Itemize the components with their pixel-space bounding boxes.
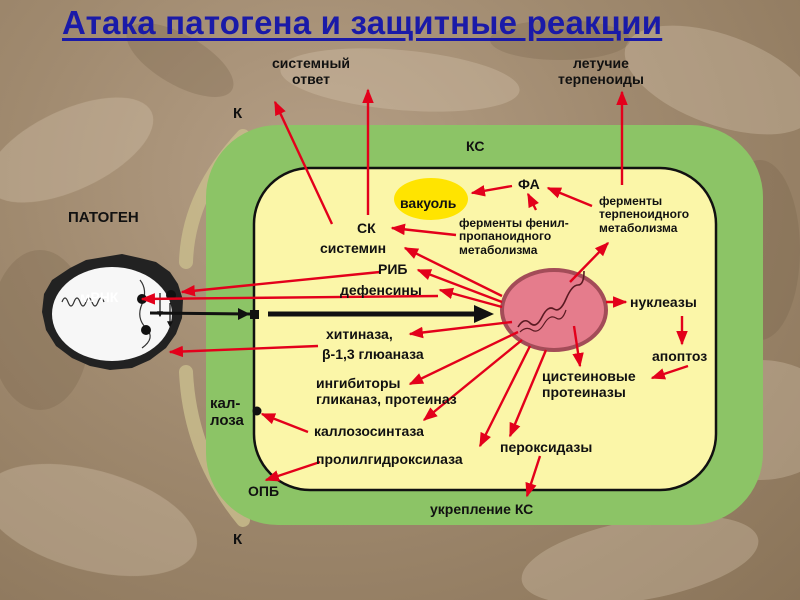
label-chitinase: хитиназа, bbox=[326, 326, 393, 342]
nucleus bbox=[500, 268, 608, 352]
label-rib: РИБ bbox=[378, 261, 408, 277]
dna-strand-2 bbox=[519, 309, 567, 333]
pathogen-ribosome-3 bbox=[141, 325, 151, 335]
label-cell-wall: КС bbox=[466, 138, 485, 154]
dna-strand bbox=[517, 270, 585, 328]
pathogen-signal-arrow bbox=[149, 311, 251, 316]
arrow-rib-to-pathogen bbox=[180, 270, 381, 297]
membrane-receptor bbox=[250, 310, 259, 319]
arrow-prolyl-to-opb bbox=[264, 460, 321, 482]
arrow-nucleus-to-rib bbox=[416, 268, 503, 304]
arrow-peroxidases-to-wall-strengthening bbox=[525, 455, 542, 498]
response-arrows bbox=[140, 88, 689, 498]
arrow-systemin-to-systemic-response bbox=[273, 100, 334, 225]
label-defensins: дефенсины bbox=[340, 282, 422, 298]
label-prolyl-hydroxylase: пролилгидроксилаза bbox=[316, 451, 463, 467]
arrow-terpenoid-to-fa bbox=[546, 186, 593, 208]
pathogen-rna-strand bbox=[139, 279, 151, 349]
callose-deposit bbox=[252, 406, 262, 416]
label-k-bottom: К bbox=[233, 531, 243, 548]
signal-arrow-head-left bbox=[238, 308, 250, 320]
vacuole bbox=[394, 178, 468, 220]
label-systemin: системин bbox=[320, 240, 387, 256]
arrow-phenylpropanoid-to-sk bbox=[390, 223, 457, 237]
label-mrna: мРНК bbox=[80, 289, 119, 305]
label-cell-wall-strengthening: укрепление КС bbox=[430, 501, 534, 517]
arrow-nucleus-to-cysteine-proteinases bbox=[572, 325, 584, 368]
arrow-nucleus-to-systemin bbox=[403, 246, 503, 298]
label-callose-synthase: каллозосинтаза bbox=[314, 423, 424, 439]
arrow-defensins-to-pathogen bbox=[140, 293, 439, 305]
arrow-nucleus-to-defensins bbox=[438, 287, 503, 309]
arrow-nucleus-to-prolyl-hydroxylase bbox=[478, 345, 532, 448]
arrow-callose-synthase-to-callose bbox=[260, 412, 309, 434]
label-pathogen: ПАТОГЕН bbox=[68, 209, 139, 226]
pathogen-rna-squiggle bbox=[61, 297, 105, 307]
label-sk: СК bbox=[357, 220, 376, 236]
arrow-nucleus-to-peroxidases bbox=[508, 349, 548, 438]
label-peroxidases: пероксидазы bbox=[500, 439, 593, 455]
arrow-nucleus-to-callose-synthase bbox=[422, 339, 523, 421]
arrow-phenylpropanoid-to-fa bbox=[526, 192, 539, 211]
label-k-top: К bbox=[233, 105, 243, 122]
arrow-nucleus-to-inhibitors bbox=[408, 330, 519, 386]
label-fa: ФА bbox=[518, 176, 540, 192]
label-vacuole: вакуоль bbox=[400, 195, 457, 211]
page-title: Атака патогена и защитные реакции bbox=[62, 4, 663, 41]
arrow-apoptosis-to-cysteine bbox=[650, 364, 689, 380]
label-glucanase: β-1,3 глюаназа bbox=[322, 346, 424, 362]
arrow-glucanase-to-pathogen bbox=[168, 344, 319, 358]
pathogen-cytoplasm bbox=[52, 267, 172, 361]
label-opb: ОПБ bbox=[248, 483, 280, 499]
label-apoptosis: апоптоз bbox=[652, 348, 708, 364]
arrow-fa-to-vacuole bbox=[470, 184, 513, 197]
arrow-nucleus-to-chitinase bbox=[408, 320, 513, 339]
label-nucleases: нуклеазы bbox=[630, 294, 697, 310]
signal-arrow-head bbox=[474, 305, 494, 323]
label-callose: кал-лоза bbox=[210, 395, 244, 429]
arrow-nucleus-to-terpenoid-enzymes bbox=[569, 241, 610, 283]
